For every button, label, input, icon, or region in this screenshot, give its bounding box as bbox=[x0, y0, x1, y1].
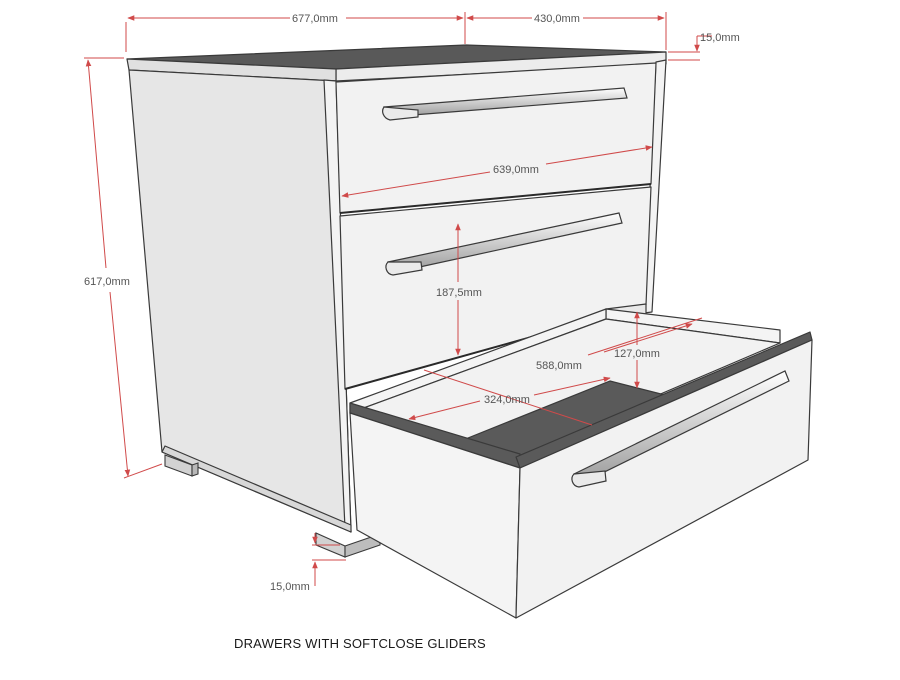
dim-top-thickness: 15,0mm bbox=[668, 32, 740, 61]
dim-drawer-front-width-label: 639,0mm bbox=[493, 164, 539, 176]
dim-top-thickness-label: 15,0mm bbox=[700, 32, 740, 44]
drawer-bottom-front[interactable] bbox=[515, 339, 813, 619]
drawer-bottom-handle[interactable] bbox=[571, 370, 790, 488]
figure-caption: DRAWERS WITH SOFTCLOSE GLIDERS bbox=[234, 636, 486, 651]
dim-height: 617,0mm bbox=[84, 57, 163, 479]
drawer-bottom-open[interactable] bbox=[349, 303, 813, 619]
dim-drawer-front-width: 639,0mm bbox=[341, 145, 653, 198]
dim-depth-label: 677,0mm bbox=[292, 13, 338, 25]
cabinet-plinth bbox=[161, 445, 352, 533]
dim-drawer-inner-width-label: 324,0mm bbox=[484, 394, 530, 406]
drawer-middle-handle[interactable] bbox=[385, 212, 623, 276]
drawer-top-handle[interactable] bbox=[382, 87, 628, 121]
dim-drawer-inner-depth-label: 588,0mm bbox=[536, 360, 582, 372]
dim-depth: 677,0mm bbox=[125, 12, 466, 52]
dim-drawer-inner-height: 127,0mm bbox=[614, 311, 660, 389]
dim-drawer-inner-width: 324,0mm bbox=[408, 376, 611, 421]
dim-height-label: 617,0mm bbox=[84, 276, 130, 288]
foot-front-side bbox=[344, 533, 381, 558]
dim-width: 430,0mm bbox=[466, 12, 667, 50]
dim-drawer-front-height: 187,5mm bbox=[436, 223, 482, 356]
cabinet-side-panel bbox=[128, 69, 352, 533]
dimension-annotations: 677,0mm 430,0mm 15,0mm 617,0mm bbox=[84, 12, 740, 593]
dim-foot-height-label: 15,0mm bbox=[270, 581, 310, 593]
foot-back-side bbox=[191, 462, 199, 477]
dim-drawer-front-height-label: 187,5mm bbox=[436, 287, 482, 299]
dim-foot-height: 15,0mm bbox=[270, 533, 346, 593]
dim-drawer-inner-depth: 588,0mm bbox=[423, 317, 703, 426]
dim-width-label: 430,0mm bbox=[534, 13, 580, 25]
dim-drawer-inner-height-label: 127,0mm bbox=[614, 348, 660, 360]
